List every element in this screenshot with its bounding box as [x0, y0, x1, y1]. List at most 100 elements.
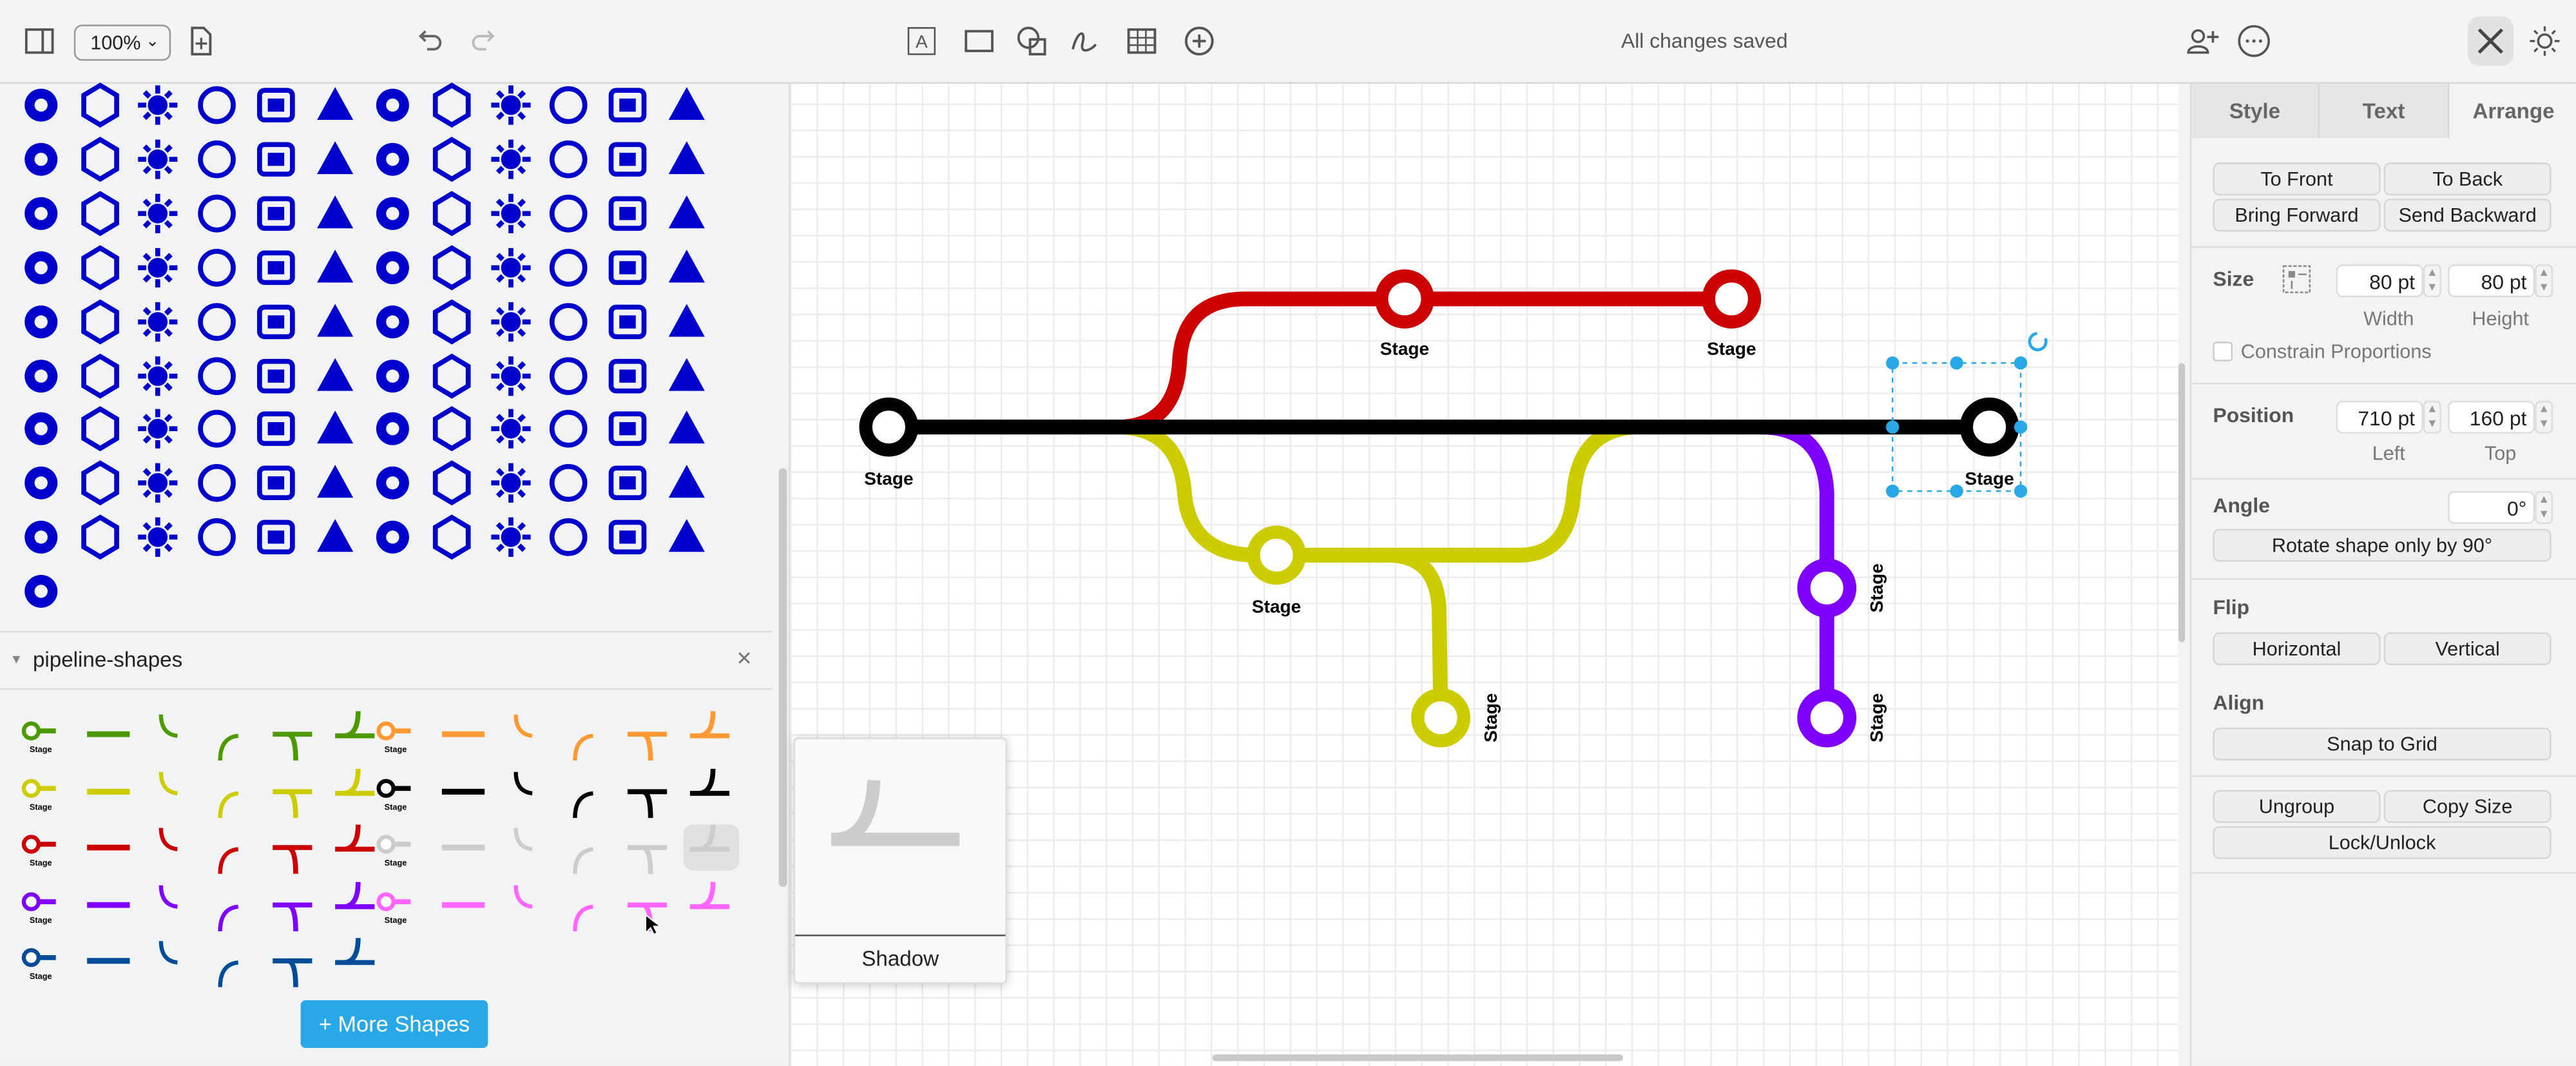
pipeline-blue-straight[interactable]: [79, 938, 135, 984]
pipeline-gray-bend[interactable]: [559, 824, 615, 874]
document-icon[interactable]: [310, 296, 359, 345]
gear2-icon[interactable]: [75, 405, 124, 454]
pipeline-orange-tee-down[interactable]: [621, 712, 677, 761]
shapes-icon[interactable]: [1014, 23, 1050, 59]
lock-icon[interactable]: [134, 81, 183, 130]
left-input[interactable]: 710 pt: [2336, 400, 2423, 434]
virus-icon[interactable]: [369, 81, 418, 130]
pipeline-purple-tee-up[interactable]: [329, 881, 385, 927]
upload-icon[interactable]: [427, 459, 476, 508]
dots-square-icon[interactable]: [193, 296, 242, 345]
check-circle-icon[interactable]: [603, 135, 652, 184]
wasp-icon[interactable]: [603, 513, 652, 562]
pipeline-blue-tee-up[interactable]: [329, 938, 385, 984]
pipeline-gray-stage[interactable]: Stage: [371, 824, 427, 870]
stage-node[interactable]: [1411, 688, 1470, 748]
resize-handle[interactable]: [2014, 484, 2028, 498]
top-input[interactable]: 160 pt: [2448, 400, 2535, 434]
collapse-triangle-icon[interactable]: ▼: [10, 652, 23, 667]
table-icon[interactable]: [662, 405, 711, 454]
pipeline-green-straight[interactable]: [79, 712, 135, 757]
gears-icon[interactable]: [427, 242, 476, 291]
resize-handle[interactable]: [2014, 420, 2028, 434]
mem-icon[interactable]: [486, 81, 535, 130]
play-circle-icon[interactable]: [603, 189, 652, 238]
media-icon[interactable]: [662, 459, 711, 508]
stack-icon[interactable]: [310, 459, 359, 508]
to-front-button[interactable]: To Front: [2213, 162, 2381, 196]
alert-shield-icon[interactable]: [16, 135, 65, 184]
stage-node[interactable]: [1702, 269, 1762, 329]
pipeline-pink-straight[interactable]: [434, 881, 490, 927]
video-icon[interactable]: [603, 459, 652, 508]
check-box-icon[interactable]: [75, 242, 124, 291]
pipeline-purple-straight[interactable]: [79, 881, 135, 927]
autosize-icon[interactable]: [2280, 263, 2313, 296]
badge-check-icon[interactable]: [16, 296, 65, 345]
selection-box[interactable]: [1886, 332, 2048, 498]
sync-icon[interactable]: [193, 189, 242, 238]
info-circle-icon[interactable]: [75, 189, 124, 238]
tab-text[interactable]: Text: [2320, 83, 2450, 139]
sidebar-toggle-icon[interactable]: [21, 23, 57, 59]
height-stepper[interactable]: ▲▼: [2535, 264, 2553, 298]
touch-icon[interactable]: [662, 513, 711, 562]
play-icon[interactable]: [544, 296, 593, 345]
more-shapes-button[interactable]: + More Shapes: [300, 1000, 488, 1048]
pipeline-purple-bend[interactable]: [204, 881, 260, 931]
pipeline-blue-curve[interactable]: [141, 938, 197, 984]
copy-size-button[interactable]: Copy Size: [2383, 790, 2552, 823]
hierarchy-icon[interactable]: [134, 459, 183, 508]
tools-icon[interactable]: [75, 459, 124, 508]
sidebar-scrollbar[interactable]: [778, 468, 787, 887]
pipeline-yellow-curve[interactable]: [141, 768, 197, 813]
key-icon[interactable]: [427, 351, 476, 400]
history-icon[interactable]: [427, 189, 476, 238]
zoom-select[interactable]: 100%⌄: [73, 24, 171, 61]
chat-icon[interactable]: [369, 296, 418, 345]
stop-hand-icon[interactable]: [544, 405, 593, 454]
bug-gear-icon[interactable]: [603, 242, 652, 291]
pipeline-yellow-tee-down[interactable]: [266, 768, 322, 817]
bell-icon[interactable]: [544, 135, 593, 184]
artix-icon[interactable]: [603, 405, 652, 454]
pipeline-orange-tee-up[interactable]: [684, 711, 740, 757]
badge-gear-icon[interactable]: [544, 189, 593, 238]
globe-icon[interactable]: [251, 135, 300, 184]
network-icon[interactable]: [427, 135, 476, 184]
pipeline-black-bend[interactable]: [559, 768, 615, 817]
refresh-check-icon[interactable]: [251, 296, 300, 345]
p-hex-icon[interactable]: [662, 189, 711, 238]
resize-handle[interactable]: [1950, 356, 1963, 370]
cloud-icon[interactable]: [193, 351, 242, 400]
clock-icon[interactable]: [310, 351, 359, 400]
bring-forward-button[interactable]: Bring Forward: [2213, 199, 2381, 232]
pipeline-green-tee-up[interactable]: [329, 711, 385, 757]
plus-shield-icon[interactable]: [134, 405, 183, 454]
shield-user-icon[interactable]: [310, 242, 359, 291]
flame-icon[interactable]: [486, 242, 535, 291]
redo-icon[interactable]: [463, 23, 499, 59]
paperclips-icon[interactable]: [427, 513, 476, 562]
user-gear-icon[interactable]: [544, 351, 593, 400]
arrows-out-icon[interactable]: [544, 242, 593, 291]
pipeline-black-tee-down[interactable]: [621, 768, 677, 817]
pipeline-black-tee-up[interactable]: [684, 768, 740, 813]
to-back-button[interactable]: To Back: [2383, 162, 2552, 196]
flip-horizontal-button[interactable]: Horizontal: [2213, 632, 2381, 666]
format-panel-button[interactable]: [2467, 16, 2514, 66]
left-stepper[interactable]: ▲▼: [2423, 400, 2441, 434]
cube-icon[interactable]: [369, 135, 418, 184]
pipeline-black-stage[interactable]: Stage: [371, 768, 427, 813]
user-icon[interactable]: [369, 405, 418, 454]
star-circle-icon[interactable]: [369, 242, 418, 291]
bolt-circle-icon[interactable]: [75, 513, 124, 562]
magnet-icon[interactable]: [251, 189, 300, 238]
pipeline-blue-tee-down[interactable]: [266, 938, 322, 987]
anchor-icon[interactable]: [486, 351, 535, 400]
pipeline-green-bend[interactable]: [204, 712, 260, 761]
pipeline-blue-bend[interactable]: [204, 938, 260, 987]
pipeline-black-straight[interactable]: [434, 768, 490, 813]
magento-icon[interactable]: [544, 81, 593, 130]
pills-icon[interactable]: [75, 135, 124, 184]
